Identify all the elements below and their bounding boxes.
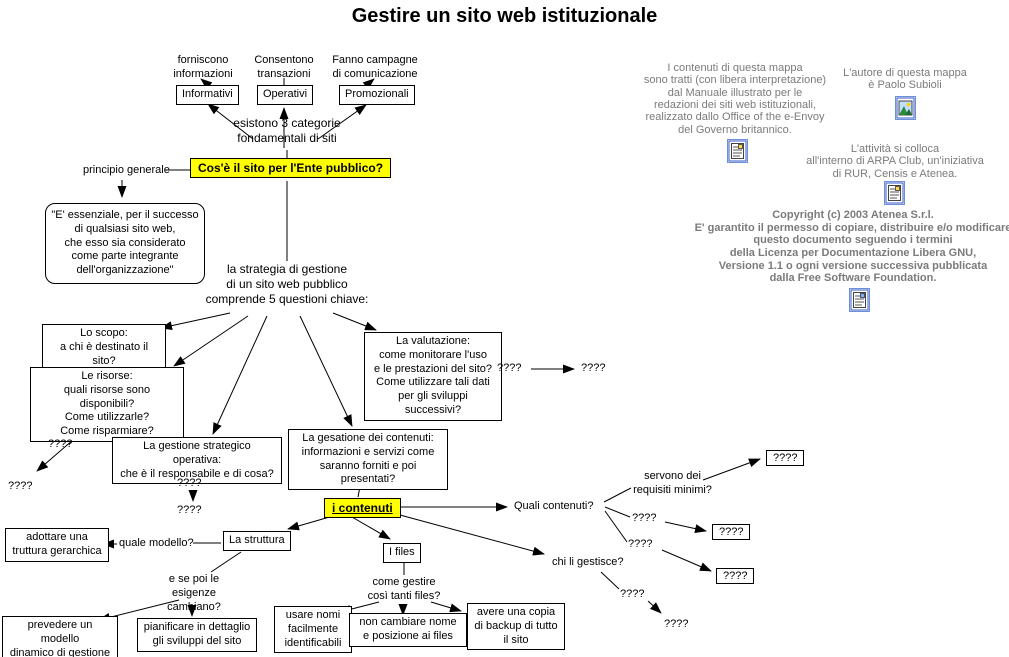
image-resource-icon[interactable] <box>895 96 916 120</box>
placeholder-question: ???? <box>620 588 645 600</box>
text-tre-categorie: esistono 3 categorie fondamentali di sit… <box>233 116 341 145</box>
placeholder-question-box: ???? <box>766 450 805 466</box>
node-prevedere-modello: prevedere un modello dinamico di gestion… <box>2 616 118 657</box>
credits-activity-text: L'attività si colloca all'interno di ARP… <box>806 143 984 180</box>
node-usare-nomi: usare nomi facilmente identificabili <box>274 606 352 654</box>
placeholder-question: ???? <box>632 512 657 524</box>
node-gestione-contenuti: La gesatione dei contenuti: informazioni… <box>288 429 448 490</box>
node-promozionali: Promozionali <box>339 85 415 105</box>
node-non-cambiare-nome: non cambiare nome e posizione ai files <box>349 613 467 647</box>
placeholder-question: ???? <box>497 362 522 374</box>
node-scopo: Lo scopo: a chi è destinato il sito? <box>42 324 166 372</box>
placeholder-question-box: ???? <box>716 568 755 584</box>
placeholder-question: ???? <box>177 477 202 489</box>
node-quote-essenziale: "E' essenziale, per il successo di quals… <box>45 203 205 284</box>
placeholder-question: ???? <box>664 618 689 630</box>
credits-source-text: I contenuti di questa mappa sono tratti … <box>643 62 827 136</box>
node-copia-backup: avere una copia di backup di tutto il si… <box>467 603 565 651</box>
map-title: Gestire un sito web istituzionale <box>351 5 658 27</box>
label-come-gestire-files: come gestire così tanti files? <box>367 576 441 602</box>
placeholder-question: ???? <box>628 538 653 550</box>
document-resource-icon[interactable] <box>849 288 870 312</box>
label-requisiti-minimi: servono dei requisiti minimi? <box>633 470 712 496</box>
document-resource-icon[interactable] <box>727 139 748 163</box>
node-i-contenuti: i contenuti <box>324 498 401 518</box>
label-esigenze-cambiano: e se poi le esigenze cambiano? <box>167 573 221 613</box>
credits-author-text: L'autore di questa mappa è Paolo Subioli <box>843 67 967 92</box>
node-operativi: Operativi <box>257 85 314 105</box>
placeholder-question: ???? <box>177 504 202 516</box>
document-resource-icon[interactable] <box>884 181 905 205</box>
text-strategia: la strategia di gestione di un sito web … <box>205 262 369 306</box>
note-promozionali: Fanno campagne di comunicazione <box>332 54 418 80</box>
label-quale-modello: quale modello? <box>119 537 194 549</box>
node-risorse: Le risorse: quali risorse sono disponibi… <box>30 367 184 442</box>
note-operativi: Consentono transazioni <box>254 54 314 80</box>
node-la-struttura: La struttura <box>223 531 291 551</box>
placeholder-question: ???? <box>48 438 73 450</box>
node-question-ente-pubblico: Cos'è il sito per l'Ente pubblico? <box>190 158 392 178</box>
credits-copyright-text: Copyright (c) 2003 Atenea S.r.l. E' gara… <box>694 209 1009 285</box>
node-valutazione: La valutazione: come monitorare l'uso e … <box>364 332 502 421</box>
node-i-files: I files <box>383 543 421 563</box>
note-informativi: forniscono informazioni <box>173 54 233 80</box>
label-quali-contenuti: Quali contenuti? <box>514 500 594 512</box>
node-adottare-struttura: adottare una truttura gerarchica <box>5 528 109 562</box>
placeholder-question: ???? <box>8 480 33 492</box>
label-chi-li-gestisce: chi li gestisce? <box>552 556 624 568</box>
label-principio-generale: principio generale <box>83 164 170 176</box>
node-informativi: Informativi <box>176 85 239 105</box>
placeholder-question: ???? <box>581 362 606 374</box>
placeholder-question-box: ???? <box>712 524 751 540</box>
node-pianificare-sviluppi: pianificare in dettaglio gli sviluppi de… <box>137 618 257 652</box>
node-gestione-operativa: La gestione strategico operativa: che è … <box>112 437 282 485</box>
